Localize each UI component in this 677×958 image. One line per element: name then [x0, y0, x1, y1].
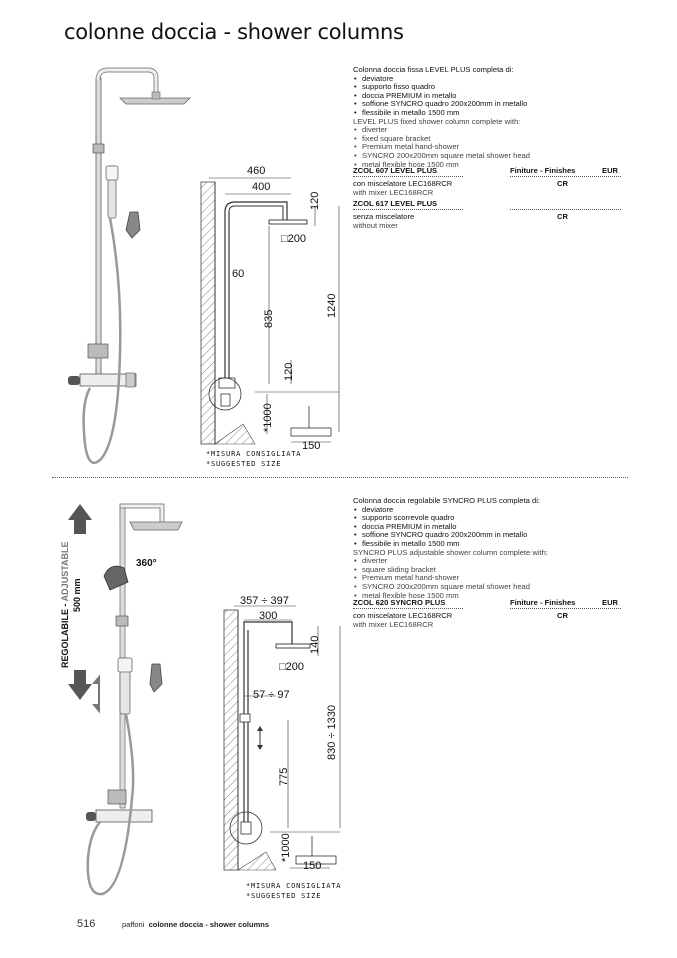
dim-775: 775: [278, 767, 290, 786]
dim-357-397: 357 ÷ 397: [240, 595, 289, 607]
desc-it-title: Colonna doccia fissa LEVEL PLUS completa…: [353, 65, 514, 74]
list-item: SYNCRO 200x200mm square metal shower hea…: [353, 582, 593, 592]
dim-1240: 1240: [326, 293, 338, 318]
section-divider: [52, 477, 628, 478]
page-number: 516: [77, 918, 96, 930]
list-item: Premium metal hand-shower: [353, 143, 593, 152]
adjust-arrows-icon: [68, 504, 100, 714]
list-item: Premium metal hand-shower: [353, 574, 593, 583]
desc-en-title: SYNCRO PLUS adjustable shower column com…: [353, 547, 548, 557]
currency-header: EUR: [602, 166, 619, 175]
divider: [510, 209, 621, 211]
footer-brand: paffoni colonne doccia - shower columns: [122, 920, 269, 929]
desc-en-list: diverter fixed square bracket Premium me…: [353, 126, 593, 169]
desc-it-list: deviatore supporto scorrevole quadro doc…: [353, 505, 593, 549]
divider: [353, 176, 463, 177]
page-title: colonne doccia - shower columns: [64, 20, 404, 44]
table-header: ZCOL 620 SYNCRO PLUS Finiture - Finishes…: [353, 598, 621, 609]
rotation-label: 360°: [136, 558, 157, 569]
row-label-en: with mixer LEC168RCR: [353, 619, 434, 629]
row-label-it: senza miscelatore: [353, 212, 415, 222]
list-item: supporto scorrevole quadro: [353, 514, 593, 523]
technical-drawing-level-plus: [200, 177, 340, 445]
note-misura: *MISURA CONSIGLIATA: [246, 882, 342, 890]
list-item: diverter: [353, 126, 593, 135]
dim-300: 300: [259, 610, 278, 622]
row-label-en: with mixer LEC168RCR: [353, 187, 434, 197]
dim-57-97: 57 ÷ 97: [253, 689, 290, 701]
desc-en-list: diverter square sliding bracket Premium …: [353, 557, 593, 600]
list-item: doccia PREMIUM in metallo: [353, 91, 593, 101]
dim-400: 400: [252, 181, 271, 193]
list-item: soffione SYNCRO quadro 200x200mm in meta…: [353, 100, 593, 109]
list-item: diverter: [353, 557, 593, 566]
dim-200: □200: [281, 233, 306, 245]
list-item: deviatore: [353, 505, 593, 515]
dim-140: 140: [309, 635, 321, 654]
description-level-plus: Colonna doccia fissa LEVEL PLUS completa…: [353, 65, 593, 169]
note-suggested: *SUGGESTED SIZE: [206, 460, 282, 468]
finishes-header: Finiture - Finishes: [510, 598, 576, 607]
row-label-it: con miscelatore LEC168RCR: [353, 611, 453, 620]
product-image-level-plus: [68, 67, 191, 464]
currency-header: EUR: [602, 598, 619, 607]
finish-value: CR: [557, 611, 568, 620]
divider: [510, 176, 621, 177]
list-item: flessibile in metallo 1500 mm: [353, 108, 593, 118]
desc-it-title: Colonna doccia regolabile SYNCRO PLUS co…: [353, 496, 540, 505]
divider: [353, 209, 463, 211]
technical-drawing-syncro-plus: [223, 605, 341, 871]
product-image-syncro-plus: [86, 503, 183, 896]
list-item: metal flexible hose 1500 mm: [353, 160, 593, 170]
dim-200: □200: [279, 661, 304, 673]
finishes-header: Finiture - Finishes: [510, 166, 576, 175]
dim-835: 835: [263, 309, 275, 328]
note-suggested: *SUGGESTED SIZE: [246, 892, 322, 900]
description-syncro-plus: Colonna doccia regolabile SYNCRO PLUS co…: [353, 496, 593, 600]
note-misura: *MISURA CONSIGLIATA: [206, 450, 302, 458]
desc-en-title: LEVEL PLUS fixed shower column complete …: [353, 116, 521, 126]
finish-value: CR: [557, 179, 568, 188]
list-item: fixed square bracket: [353, 134, 593, 144]
dim-150: 150: [303, 860, 322, 872]
brand-name: paffoni: [122, 920, 145, 929]
desc-it-list: deviatore supporto fisso quadro doccia P…: [353, 74, 593, 118]
divider: [510, 608, 621, 609]
product-code: ZCOL 617 LEVEL PLUS: [353, 199, 438, 209]
footer-section: colonne doccia - shower columns: [148, 920, 270, 929]
price-table-syncro-plus: ZCOL 620 SYNCRO PLUS Finiture - Finishes…: [353, 598, 621, 629]
table-header: ZCOL 617 LEVEL PLUS: [353, 199, 621, 211]
product-code: ZCOL 607 LEVEL PLUS: [353, 166, 438, 175]
table-header: ZCOL 607 LEVEL PLUS Finiture - Finishes …: [353, 166, 621, 177]
list-item: metal flexible hose 1500 mm: [353, 591, 593, 601]
dim-120-bottom: 120: [283, 362, 295, 381]
dim-1000: *1000: [262, 403, 274, 432]
table-row: con miscelatore LEC168RCR with mixer LEC…: [353, 611, 621, 629]
row-label-it: con miscelatore LEC168RCR: [353, 179, 453, 188]
list-item: soffione SYNCRO quadro 200x200mm in meta…: [353, 531, 593, 540]
table-row: senza miscelatore without mixer CR: [353, 213, 621, 230]
list-item: flessibile in metallo 1500 mm: [353, 539, 593, 549]
table-row: con miscelatore LEC168RCR with mixer LEC…: [353, 179, 621, 197]
divider: [353, 608, 463, 609]
dim-150: 150: [302, 440, 321, 452]
finish-value: CR: [557, 212, 568, 222]
dim-1000: *1000: [280, 833, 292, 862]
list-item: SYNCRO 200x200mm square metal shower hea…: [353, 151, 593, 161]
list-item: deviatore: [353, 74, 593, 84]
dim-120-top: 120: [309, 191, 321, 210]
price-table-level-plus: ZCOL 607 LEVEL PLUS Finiture - Finishes …: [353, 166, 621, 230]
list-item: supporto fisso quadro: [353, 83, 593, 92]
list-item: doccia PREMIUM in metallo: [353, 522, 593, 532]
product-code: ZCOL 620 SYNCRO PLUS: [353, 598, 446, 607]
list-item: square sliding bracket: [353, 565, 593, 575]
dim-830-1330: 830 ÷ 1330: [326, 705, 338, 760]
dim-60: 60: [232, 268, 245, 280]
dim-460: 460: [247, 165, 266, 177]
row-label-en: without mixer: [353, 220, 398, 230]
